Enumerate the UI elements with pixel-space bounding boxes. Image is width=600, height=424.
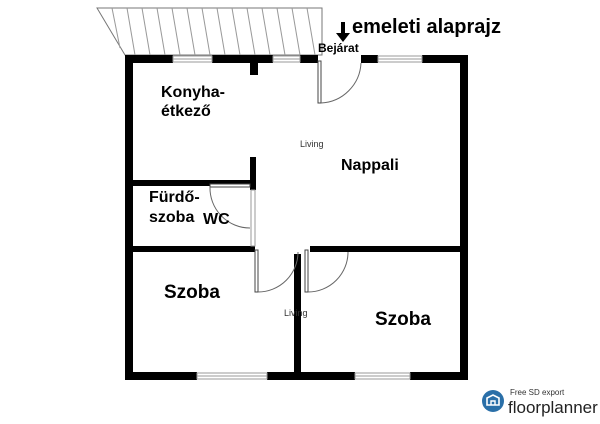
entrance-label: Bejárat: [318, 41, 359, 55]
doors: [209, 60, 362, 293]
kitchen-label-line1: Konyha-: [161, 84, 225, 101]
staircase: [96, 7, 323, 56]
kitchen-label-line2: étkező: [161, 103, 211, 120]
plan-title: emeleti alaprajz: [352, 16, 501, 38]
wc-label: WC: [203, 211, 230, 228]
floorplanner-logo: Free SD export floorplanner: [477, 385, 598, 417]
bedroom-left-label: Szoba: [164, 282, 220, 303]
walls: [125, 55, 468, 380]
logo-tagline: Free SD export: [510, 388, 565, 397]
logo-brand: floorplanner: [508, 398, 598, 417]
bath-label-line1: Fürdő-: [149, 189, 200, 206]
bath-label-line2: szoba: [149, 209, 195, 226]
hall-type-label: Living: [284, 308, 308, 318]
living-type-label: Living: [300, 139, 324, 149]
arrow-down-icon: [336, 22, 350, 42]
floorplanner-logo-icon: [482, 390, 504, 412]
living-room-label: Nappali: [341, 157, 399, 174]
windows: [172, 55, 423, 380]
bedroom-right-label: Szoba: [375, 309, 431, 330]
